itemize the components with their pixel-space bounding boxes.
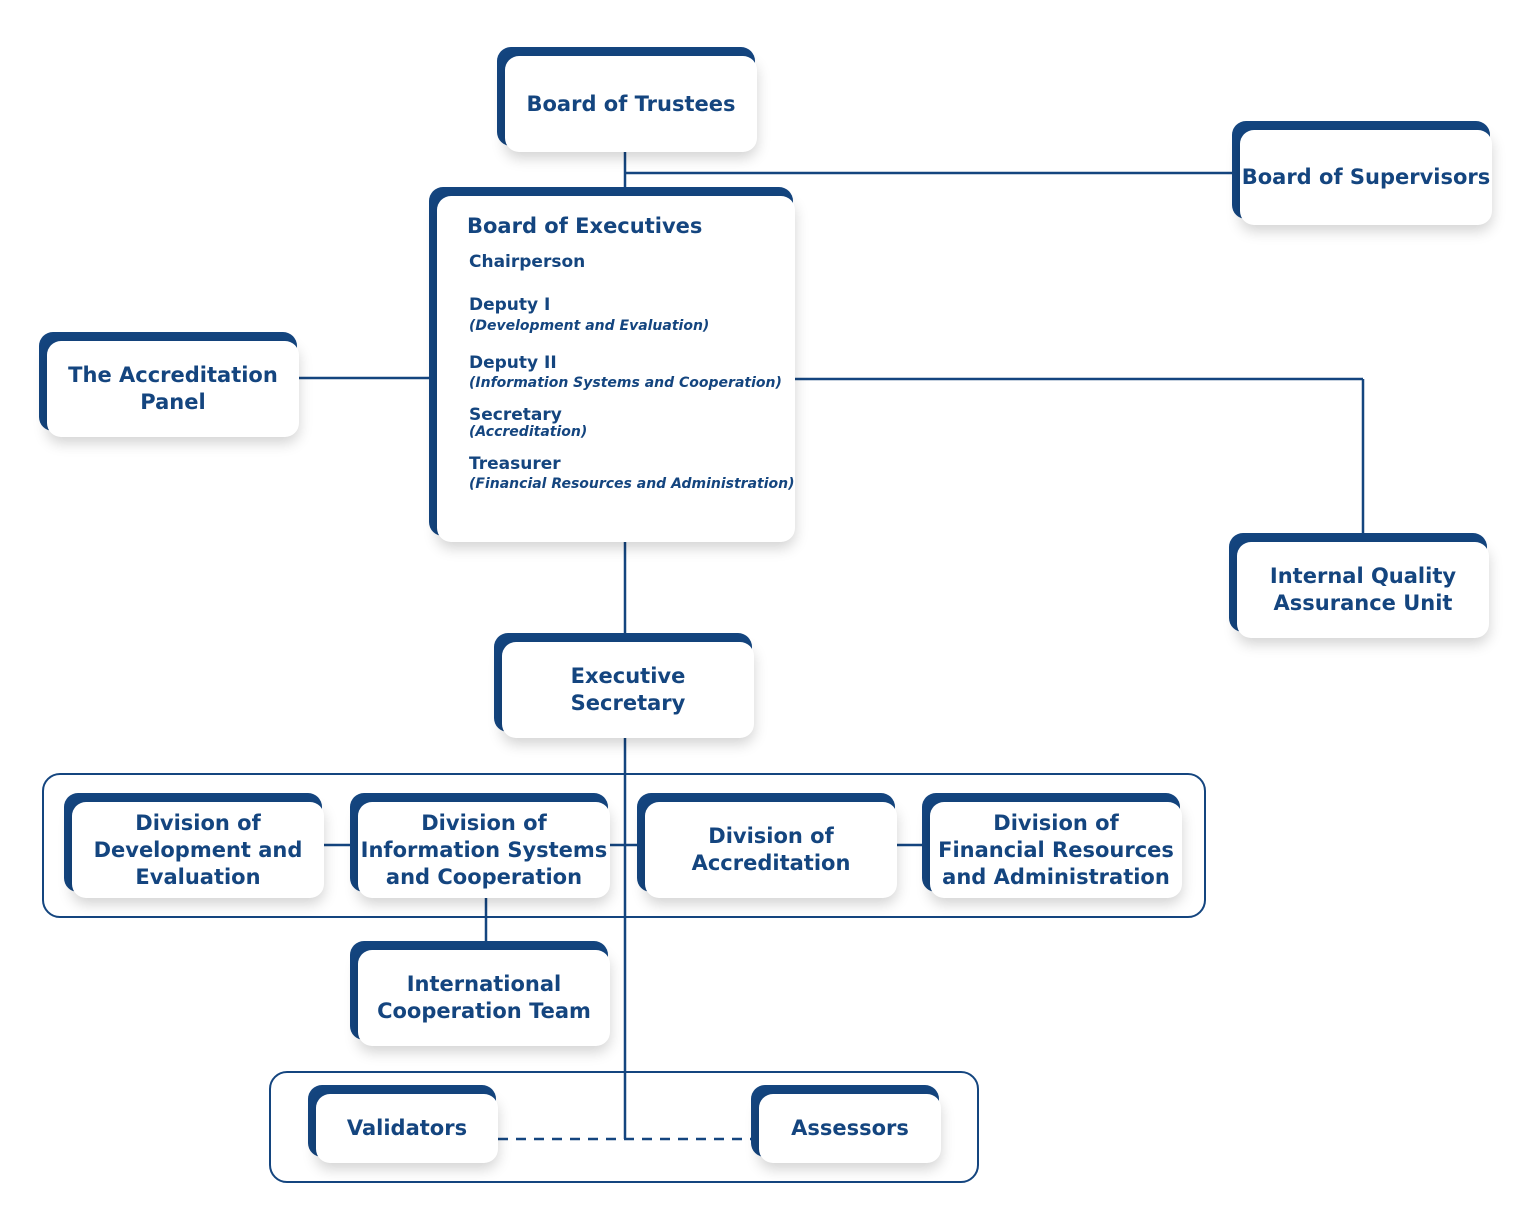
board-of-supervisors-label: Board of Supervisors [1241, 165, 1491, 189]
internal-quality-assurance-node: Internal Quality Assurance Unit [1229, 533, 1489, 638]
validators-label: Validators [346, 1116, 468, 1140]
validators-node: Validators [308, 1085, 498, 1163]
division-information-label: Division of Information Systems and Coop… [360, 810, 608, 889]
secretary-area: (Accreditation) [469, 424, 588, 440]
accreditation-panel-node: The Accreditation Panel [39, 332, 299, 437]
treasurer-role: Treasurer [469, 454, 561, 474]
division-development-node: Division of Development and Evaluation [64, 793, 324, 898]
deputy-2-role: Deputy II [469, 353, 557, 373]
international-cooperation-team-node: International Cooperation Team [350, 941, 610, 1046]
division-accreditation-label: Division of Accreditation [691, 824, 851, 875]
executive-secretary-node: Executive Secretary [494, 633, 754, 738]
assessors-node: Assessors [751, 1085, 941, 1163]
executive-secretary-label: Executive Secretary [570, 664, 686, 715]
board-of-executives-node: Board of Executives Chairperson Deputy I… [429, 187, 795, 542]
division-development-label: Division of Development and Evaluation [93, 810, 303, 889]
deputy-2-area: (Information Systems and Cooperation) [469, 375, 782, 391]
board-of-trustees-node: Board of Trustees [497, 47, 757, 152]
division-financial-node: Division of Financial Resources and Admi… [922, 793, 1182, 898]
division-accreditation-node: Division of Accreditation [637, 793, 897, 898]
chairperson-role: Chairperson [469, 252, 586, 272]
board-of-executives-title: Board of Executives [467, 214, 703, 238]
division-financial-label: Division of Financial Resources and Admi… [938, 810, 1174, 889]
board-of-supervisors-node: Board of Supervisors [1232, 121, 1492, 225]
international-cooperation-team-label: International Cooperation Team [377, 972, 591, 1023]
treasurer-area: (Financial Resources and Administration) [469, 476, 795, 492]
assessors-label: Assessors [791, 1116, 909, 1140]
internal-quality-assurance-label: Internal Quality Assurance Unit [1269, 564, 1457, 615]
deputy-1-role: Deputy I [469, 295, 551, 315]
accreditation-panel-label: The Accreditation Panel [68, 363, 278, 414]
deputy-1-area: (Development and Evaluation) [469, 318, 710, 334]
board-of-trustees-label: Board of Trustees [526, 91, 736, 116]
secretary-role: Secretary [469, 405, 562, 425]
division-information-node: Division of Information Systems and Coop… [350, 793, 610, 898]
